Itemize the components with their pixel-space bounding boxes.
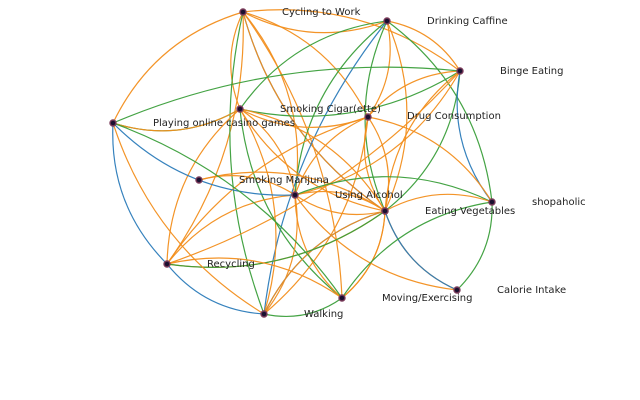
edge-cycling-walking — [229, 11, 265, 315]
edge-alcohol-walking — [263, 210, 386, 315]
node-calorie[interactable] — [453, 286, 461, 294]
node-label-cycling: Cycling to Work — [282, 7, 361, 18]
edge-caffeine-cigar — [239, 20, 388, 110]
node-caffeine[interactable] — [383, 17, 391, 25]
node-cycling[interactable] — [239, 8, 247, 16]
node-label-casino: Playing online casino games — [153, 118, 295, 129]
edge-binge-recycling — [166, 70, 461, 265]
edge-caffeine-walking — [263, 20, 388, 315]
node-label-caffeine: Drinking Caffine — [427, 16, 508, 27]
node-casino[interactable] — [109, 119, 117, 127]
node-walking[interactable] — [260, 310, 268, 318]
edge-casino-recycling — [112, 122, 168, 265]
node-marijuana[interactable] — [291, 191, 299, 199]
edge-vegetables-moving — [341, 210, 386, 299]
edge-caffeine-shopaholic — [386, 20, 493, 203]
edge-marijuana-alcohol — [294, 194, 386, 216]
edge-cigar-recycling — [166, 108, 241, 265]
edge-cigar-alcohol — [239, 108, 386, 212]
edge-cigar-casino — [112, 108, 241, 132]
edge-drug-marijuana — [294, 116, 369, 196]
node-label-recycling: Recycling — [207, 259, 255, 270]
edge-vegetables-calorie — [384, 210, 458, 291]
node-label-shopaholic: shopaholic — [532, 197, 586, 208]
edge-casino-moving — [112, 122, 343, 299]
edge-recycling-moving — [166, 257, 343, 299]
edge-binge-drug — [367, 70, 461, 118]
edge-cycling-binge — [242, 9, 461, 72]
edge-cycling-casino — [112, 11, 244, 124]
node-shopaholic[interactable] — [488, 198, 496, 206]
edge-vegetables-recycling — [166, 210, 386, 268]
edge-caffeine-binge — [386, 20, 461, 72]
edge-drug-alcohol — [367, 116, 390, 212]
edge-cycling-vegetables — [242, 11, 386, 212]
node-recycling[interactable] — [163, 260, 171, 268]
node-label-moving: Moving/Exercising — [382, 293, 472, 304]
edge-cycling-cigar — [230, 11, 244, 110]
edge-caffeine-alcohol — [384, 20, 408, 212]
edge-cycling-recycling — [166, 11, 244, 265]
edge-cycling-caffeine — [242, 11, 388, 34]
node-label-drug: Drug Consumption — [407, 111, 501, 122]
edge-marijuana-shopaholic — [294, 176, 493, 203]
edge-casino-binge — [112, 66, 461, 124]
edge-drug-shopaholic — [367, 116, 493, 203]
node-cigar[interactable] — [236, 105, 244, 113]
edge-cigar-moving — [239, 108, 343, 299]
edge-drug-recycling — [166, 116, 369, 265]
node-vegetables[interactable] — [381, 207, 389, 215]
node-label-walking: Walking — [304, 309, 343, 320]
edge-cigar-walking — [239, 108, 277, 315]
node-label-calorie: Calorie Intake — [497, 285, 566, 296]
edge-caffeine-marijuana — [294, 20, 388, 196]
edge-binge-cigar — [239, 70, 461, 117]
edge-cycling-drug — [242, 11, 369, 118]
edge-drug-vegetables — [363, 116, 386, 212]
edge-casino-walking — [112, 122, 265, 315]
node-drug[interactable] — [364, 113, 372, 121]
edge-casino-alcohol — [198, 171, 386, 212]
node-label-binge: Binge Eating — [500, 66, 564, 77]
edge-marijuana-moving — [294, 194, 343, 299]
edge-cycling-marijuana — [242, 11, 299, 196]
edge-marijuana-calorie — [294, 194, 458, 291]
node-label-cigar: Smoking Cigar(ette) — [280, 104, 381, 115]
edge-shopaholic-calorie — [456, 201, 493, 291]
edge-cigar-vegetables — [239, 108, 386, 212]
nodes-layer — [109, 8, 496, 318]
edge-alcohol-calorie — [384, 210, 458, 291]
node-moving[interactable] — [338, 294, 346, 302]
edge-marijuana-vegetables — [294, 190, 386, 212]
edge-binge-shopaholic — [456, 70, 493, 203]
edge-alcohol-shopaholic — [384, 193, 493, 212]
edge-caffeine-drug — [367, 20, 391, 118]
edge-walking-moving — [263, 297, 343, 318]
node-label-alcohol: Using Alcohol — [335, 190, 403, 201]
edge-binge-alcohol — [384, 70, 461, 212]
node-unlabeled[interactable] — [195, 176, 203, 184]
edge-marijuana-recycling — [166, 194, 296, 265]
edge-cigar-marijuana — [239, 108, 296, 196]
node-label-marijuana: Smoking Marijuna — [239, 175, 329, 186]
edge-vegetables-walking — [263, 210, 386, 315]
edge-recycling-walking — [166, 263, 265, 315]
node-label-vegetables: Eating Vegetables — [425, 206, 515, 217]
edge-drug-walking — [263, 116, 369, 315]
node-binge[interactable] — [456, 67, 464, 75]
edge-marijuana-walking — [263, 194, 298, 315]
edge-shopaholic-moving — [341, 201, 493, 299]
edges-layer — [112, 9, 493, 318]
